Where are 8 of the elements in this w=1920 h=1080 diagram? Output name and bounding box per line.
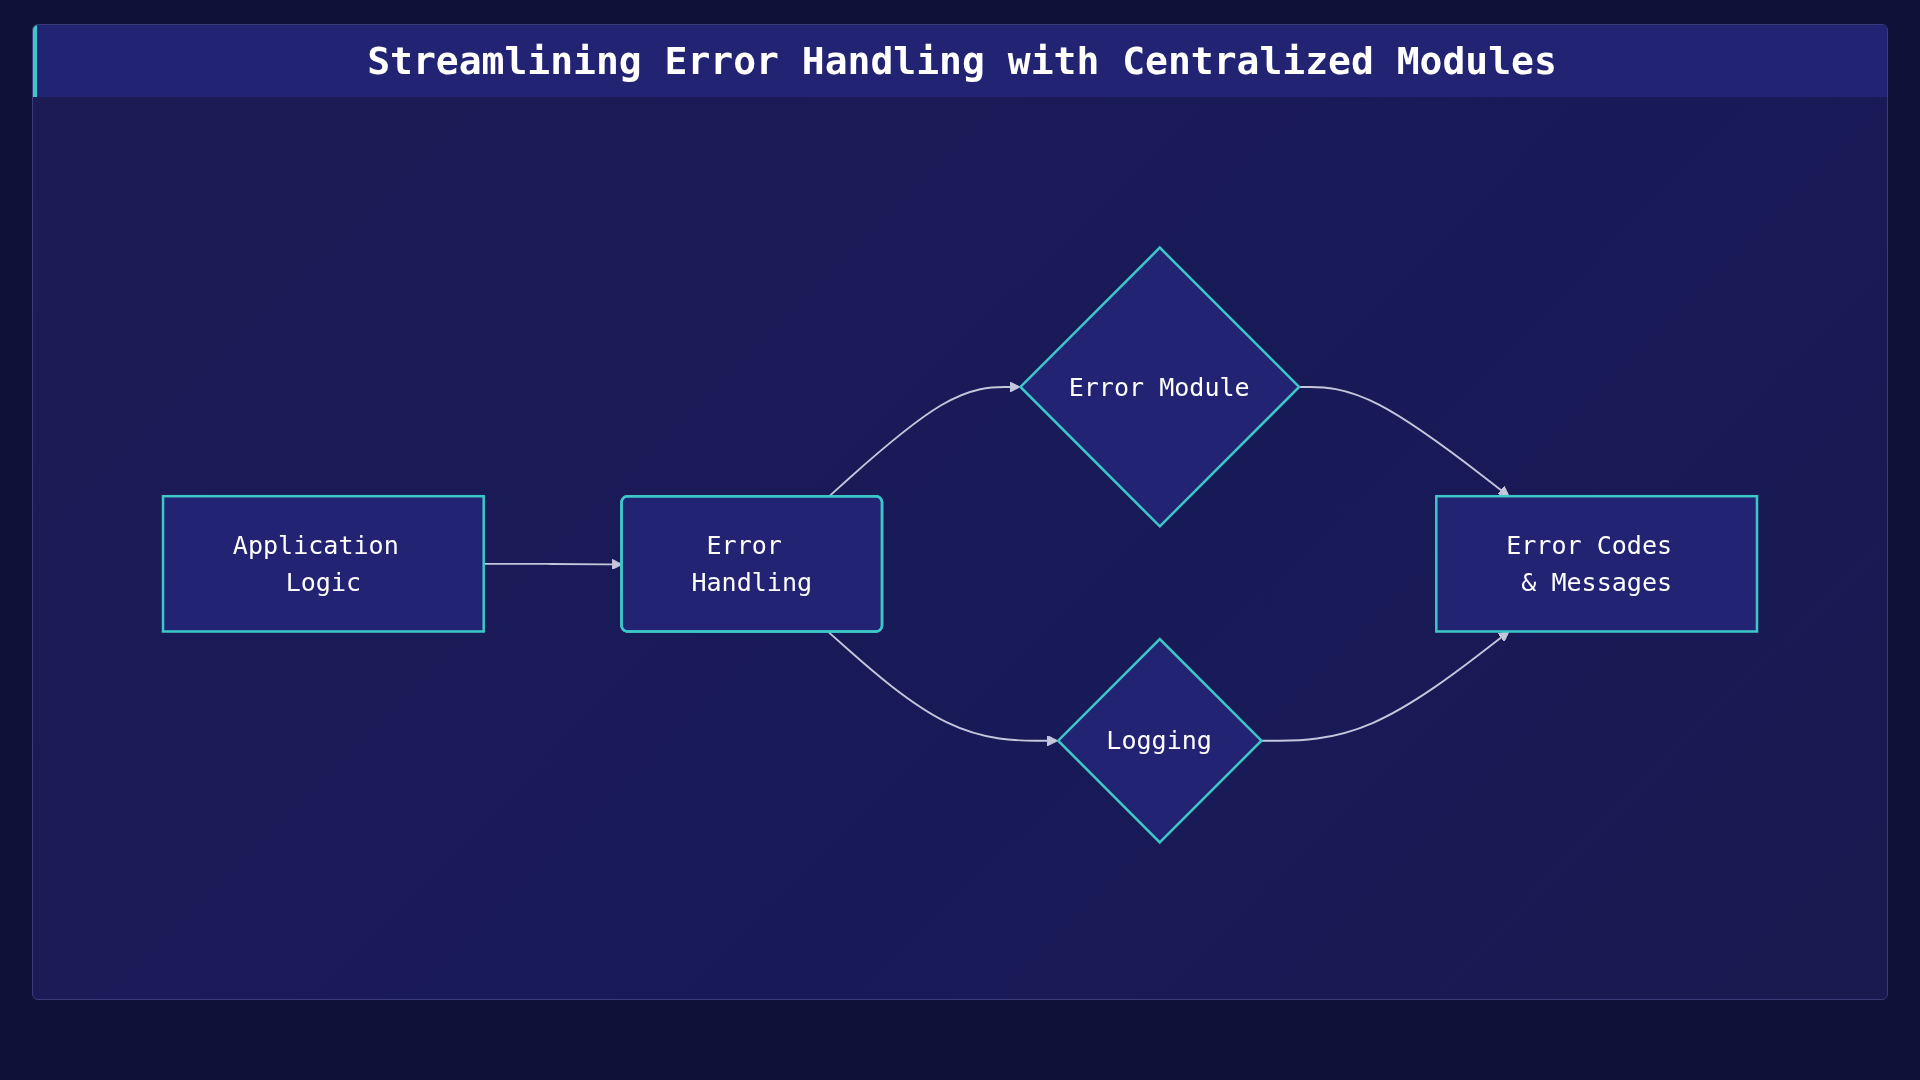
node-box: Error Codes & Messages (1435, 494, 1759, 633)
title: Streamlining Error Handling with Centralized Modules (367, 39, 1557, 83)
arrow (827, 631, 1058, 747)
node-diamond: Error Module (1018, 245, 1301, 529)
node-box: Application Logic (161, 494, 485, 633)
node-diamond: Logging (1056, 637, 1264, 845)
arrow (1297, 386, 1510, 497)
arrow (1259, 631, 1510, 742)
